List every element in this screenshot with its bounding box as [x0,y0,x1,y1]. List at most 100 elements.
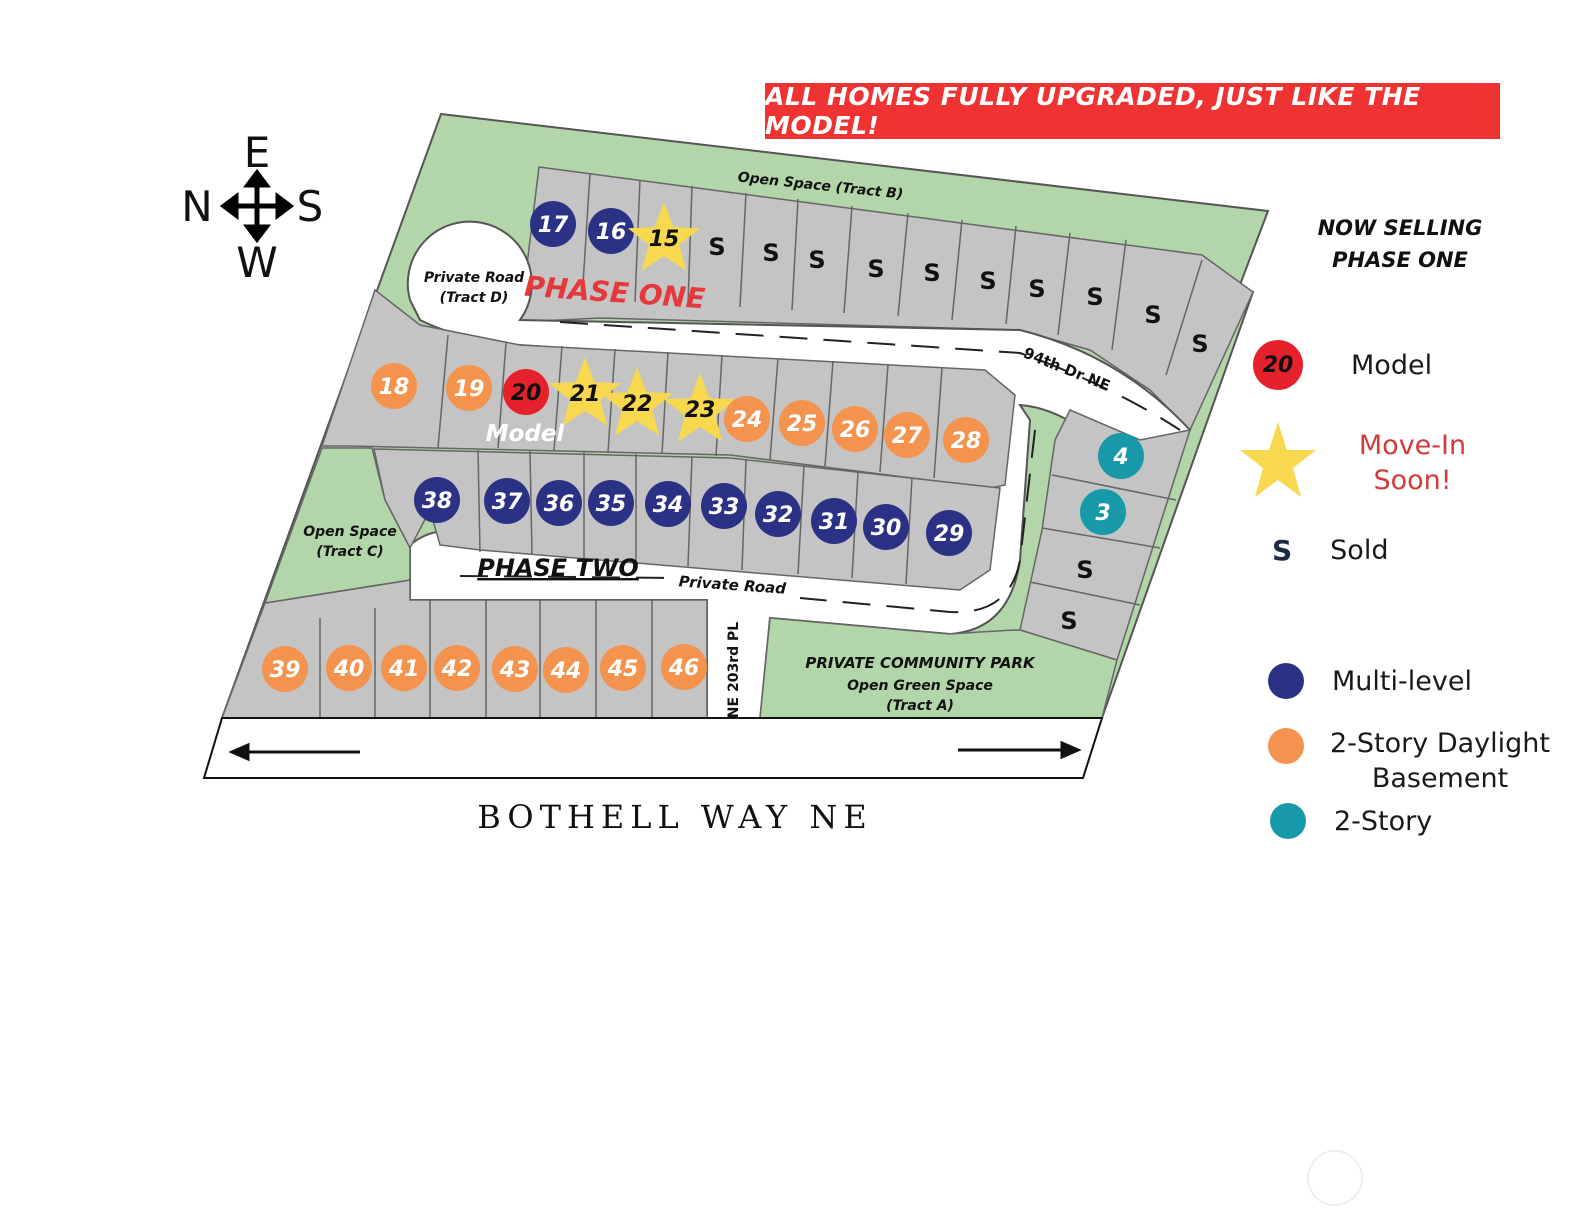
sold-lot-mark[interactable]: S [1086,283,1103,311]
middle-lower-dividers [477,449,913,585]
sold-lot-mark[interactable]: S [762,239,779,267]
lot-23[interactable]: 23 [663,373,737,442]
lot-29[interactable]: 29 [926,510,972,556]
daylight-dot-icon [600,645,646,691]
lot-37[interactable]: 37 [484,478,530,524]
compass-north: N [181,182,212,231]
lot-31[interactable]: 31 [811,498,857,544]
lot-16[interactable]: 16 [588,208,634,254]
label-park-2: Open Green Space [847,678,993,694]
lot-24[interactable]: 24 [724,396,770,442]
lot-15[interactable]: 15 [627,202,701,271]
multi-dot-icon [414,477,460,523]
multi-dot-icon [588,480,634,526]
lot-19[interactable]: 19 [446,365,492,411]
daylight-dot-icon [434,645,480,691]
lot-25[interactable]: 25 [779,400,825,446]
lot-number: 38 [422,489,453,514]
lot-42[interactable]: 42 [434,645,480,691]
move-in-star-icon [600,367,674,436]
top-lot-dividers [581,172,1203,376]
multi-dot-icon [536,480,582,526]
label-open-space-c-2: (Tract C) [316,544,383,560]
lot-38[interactable]: 38 [414,477,460,523]
sold-lot-mark[interactable]: S [1076,556,1093,584]
move-in-star-icon [548,357,622,426]
daylight-dot-icon [779,400,825,446]
lot-28[interactable]: 28 [943,417,989,463]
open-space-tract-c [263,447,411,604]
lot-27[interactable]: 27 [884,412,930,458]
legend-sold-label: Sold [1330,535,1389,566]
sold-lot-mark[interactable]: S [923,259,940,287]
daylight-dot-icon [262,646,308,692]
lot-number: 42 [441,657,473,682]
two_story-dot-icon [1080,489,1126,535]
lot-39[interactable]: 39 [262,646,308,692]
lot-26[interactable]: 26 [832,406,878,452]
lot-number: 24 [732,408,763,433]
sold-lot-mark[interactable]: S [708,233,725,261]
daylight-dot-icon [446,365,492,411]
lot-number: 21 [570,382,601,407]
daylight-dot-icon [492,646,538,692]
legend-move-in: Move-In Soon! [1340,430,1485,496]
lot-number: 34 [653,493,684,518]
multi-dot-icon [701,483,747,529]
sold-lot-mark[interactable]: S [1144,301,1161,329]
lot-30[interactable]: 30 [863,504,909,550]
lot-3[interactable]: 3 [1080,489,1126,535]
lot-number: 28 [951,429,982,454]
multi-dot-icon [926,510,972,556]
sold-lot-mark[interactable]: S [1028,275,1045,303]
sold-lot-mark[interactable]: S [867,255,884,283]
lot-number: 43 [499,658,531,683]
legend-daylight-2: Basement [1371,763,1509,794]
lot-45[interactable]: 45 [600,645,646,691]
compass-east: E [244,128,271,177]
lot-21[interactable]: 21 [548,357,622,426]
sold-lot-mark[interactable]: S [979,267,996,295]
lot-40[interactable]: 40 [326,645,372,691]
legend-multi: Multi-level [1268,663,1472,699]
sold-lot-mark[interactable]: S [1191,330,1208,358]
lot-20[interactable]: 20 [503,369,549,415]
daylight-dot-icon [832,406,878,452]
legend-daylight-1: 2-Story Daylight [1330,728,1550,759]
multi-dot-icon [863,504,909,550]
lot-number: 37 [492,490,523,515]
legend-move-in-1: Move-In [1358,430,1467,461]
lot-34[interactable]: 34 [645,481,691,527]
sold-lot-mark[interactable]: S [1060,607,1077,635]
lot-32[interactable]: 32 [755,491,801,537]
lot-44[interactable]: 44 [543,647,589,693]
middle-upper-dividers [437,334,943,479]
lot-number: 31 [819,510,850,535]
lot-18[interactable]: 18 [371,363,417,409]
label-park-1: PRIVATE COMMUNITY PARK [805,654,1036,672]
lot-33[interactable]: 33 [701,483,747,529]
lot-17[interactable]: 17 [530,201,576,247]
legend-multi-label: Multi-level [1332,665,1472,697]
upgrade-banner: ALL HOMES FULLY UPGRADED, JUST LIKE THE … [765,82,1500,140]
lot-35[interactable]: 35 [588,480,634,526]
lot-46[interactable]: 46 [661,644,707,690]
two-story-dot-icon [1270,803,1306,839]
lot-number: 30 [871,516,902,541]
bothell-way-road [202,717,1104,779]
sold-symbol-icon: S [1272,534,1293,567]
lot-4[interactable]: 4 [1098,433,1144,479]
bottom-lot-dividers [319,600,653,718]
model-dot-icon [503,369,549,415]
legend-two-story-label: 2-Story [1334,805,1433,837]
lot-number: 46 [668,656,700,681]
lot-36[interactable]: 36 [536,480,582,526]
daylight-dot-icon [381,645,427,691]
lot-22[interactable]: 22 [600,367,674,436]
legend-daylight: 2-Story Daylight Basement [1268,728,1550,794]
sold-lot-mark[interactable]: S [808,246,825,274]
lot-41[interactable]: 41 [381,645,427,691]
lot-43[interactable]: 43 [492,646,538,692]
